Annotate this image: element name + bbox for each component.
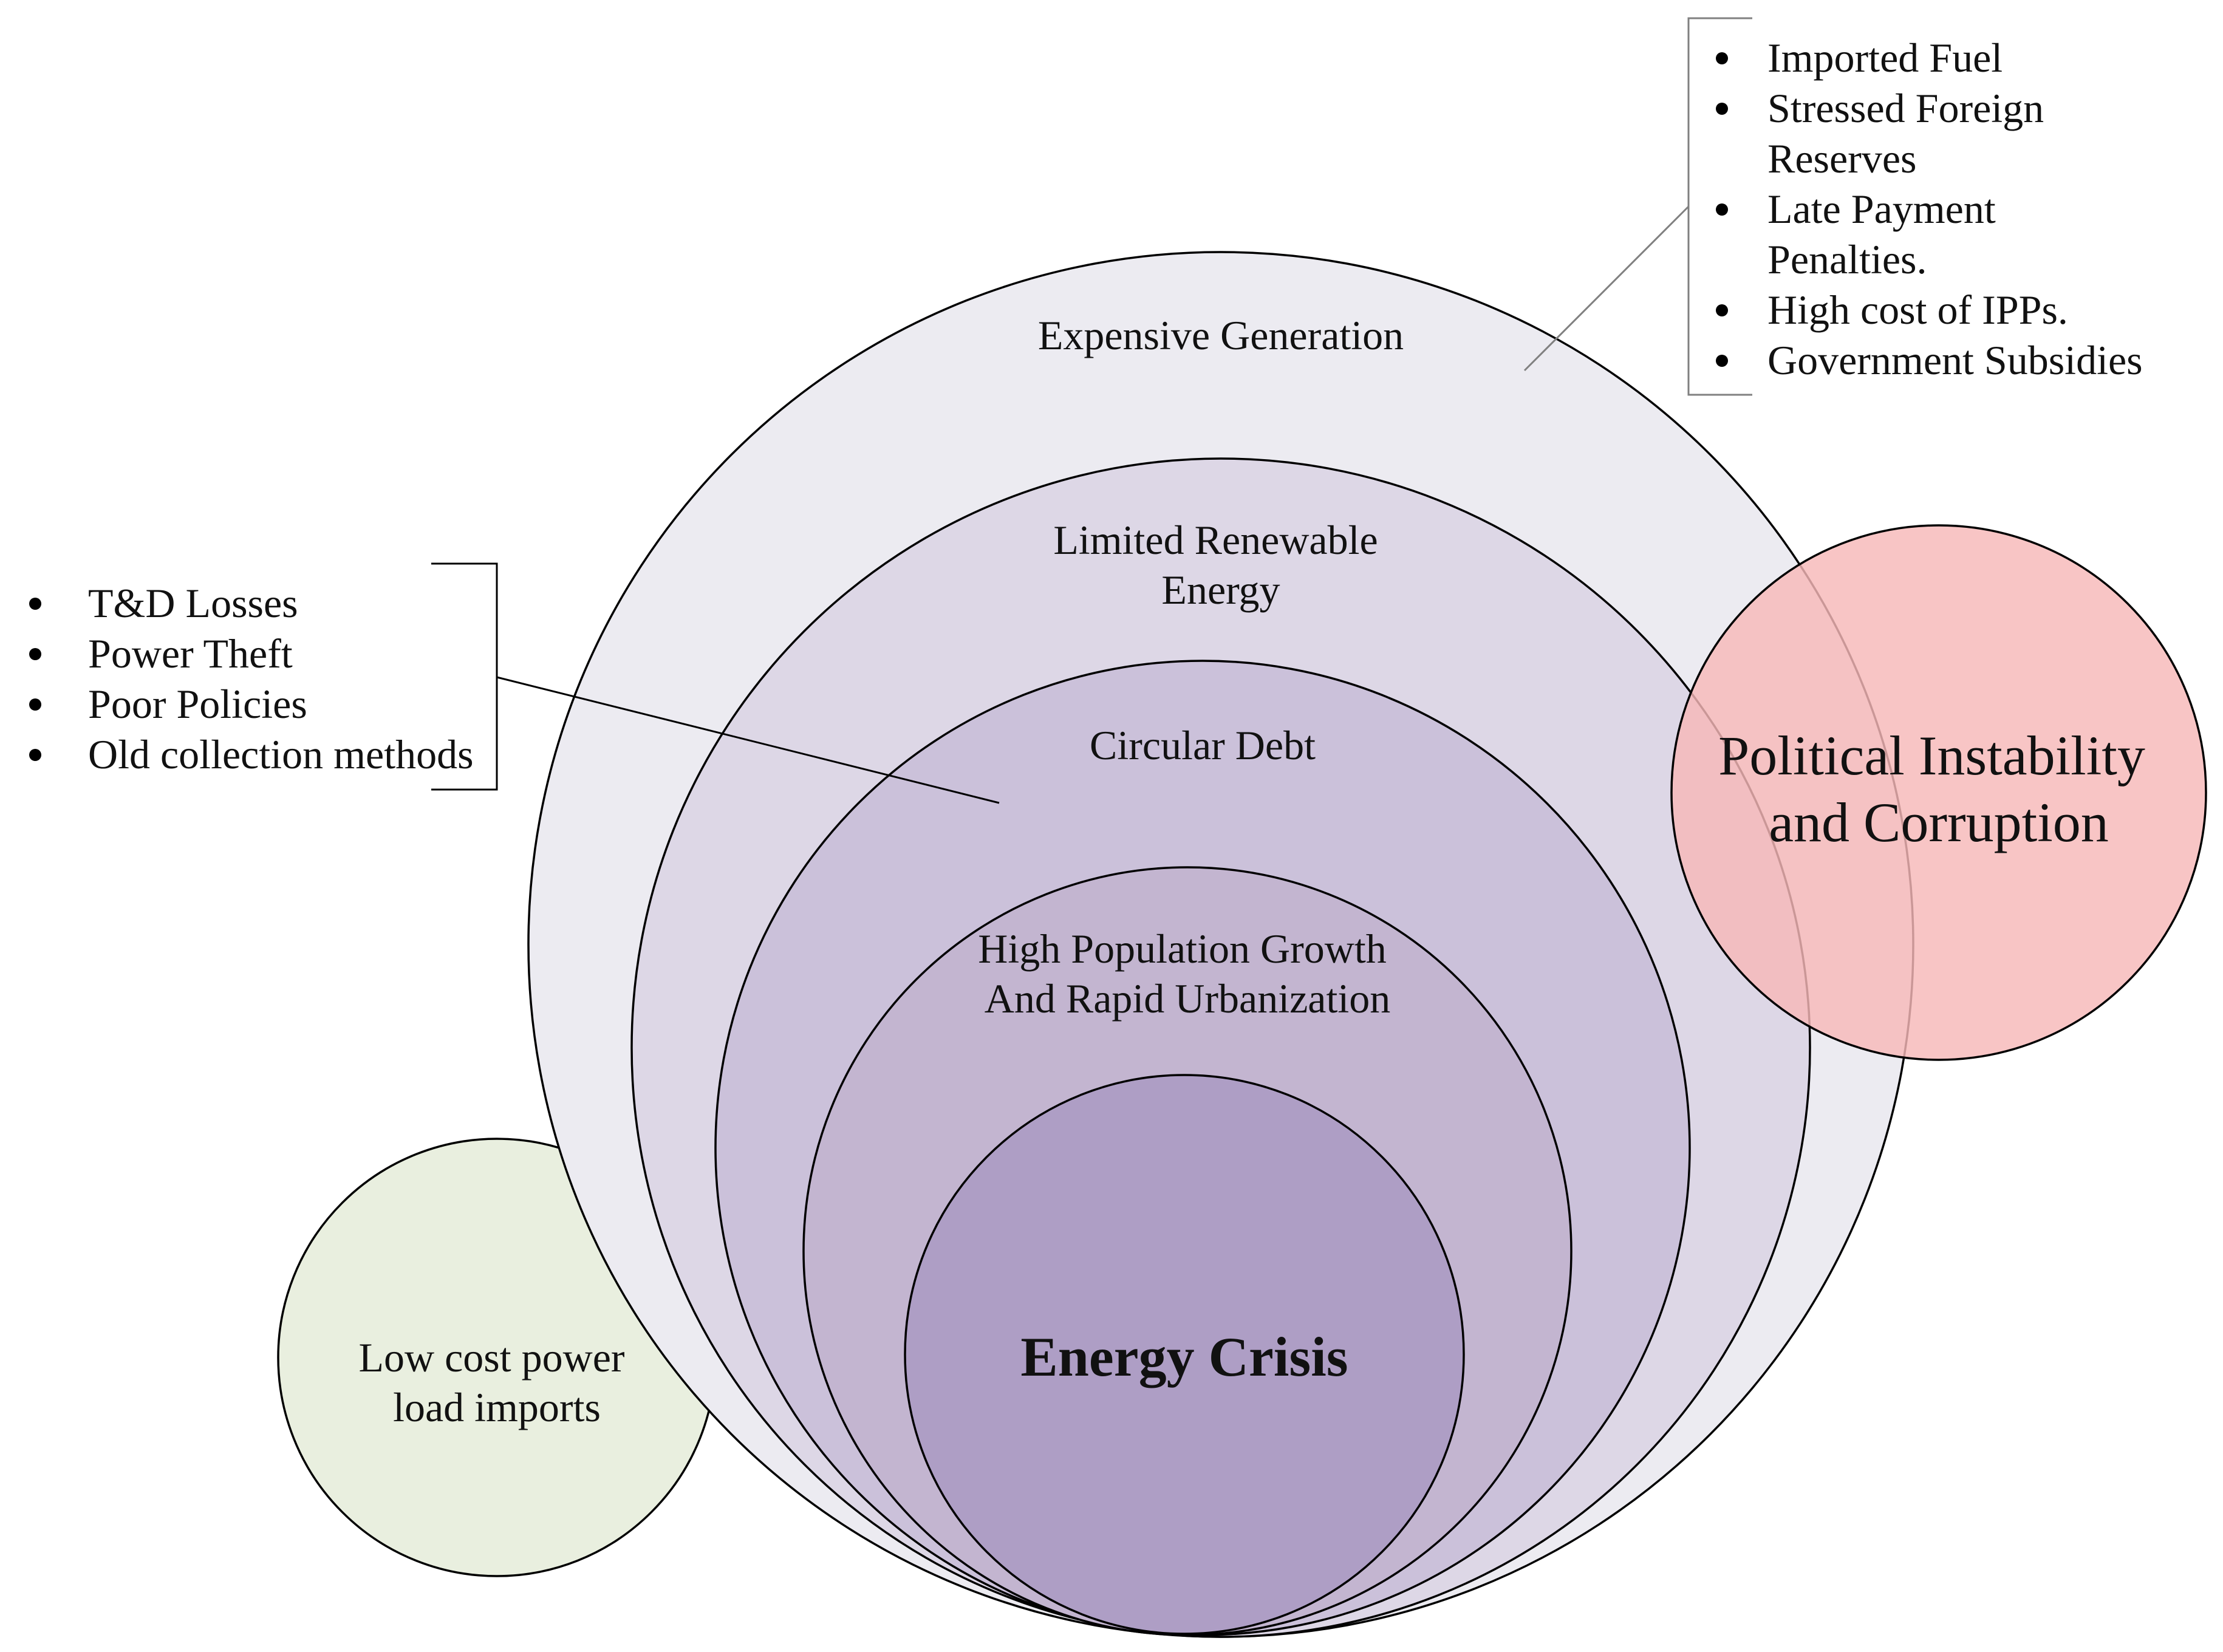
- debt-causes-bracket: [431, 562, 498, 791]
- low-cost-label: Low cost power load imports: [358, 1334, 635, 1430]
- list-item-text: T&D Losses: [88, 580, 298, 626]
- list-item-text: High cost of IPPs.: [1767, 287, 2068, 333]
- list-item-text: Old collection methods: [88, 731, 474, 777]
- bullet-dot: [29, 598, 41, 610]
- list-item-text: Late Payment: [1767, 186, 1996, 232]
- list-item-text: Power Theft: [88, 630, 293, 677]
- bullet-dot: [1716, 355, 1728, 367]
- bullet-dot: [1716, 203, 1728, 216]
- political-circle: [1670, 524, 2207, 1061]
- ring-label-limited-renewable-line-2: Energy: [1161, 567, 1280, 613]
- low-cost-label-line-2: load imports: [393, 1384, 601, 1430]
- bullet-dot: [29, 648, 41, 660]
- ring-label-circular-debt: Circular Debt: [1090, 722, 1316, 768]
- bullet-dot: [1716, 304, 1728, 316]
- ring-label-population-growth-line-1: High Population Growth: [978, 926, 1386, 972]
- ring-label-population-growth: High Population Growth And Rapid Urbaniz…: [978, 926, 1396, 1022]
- list-item-text: Penalties.: [1767, 236, 1927, 282]
- bullet-dot: [29, 749, 41, 761]
- political-label-line-1: Political Instability: [1718, 725, 2145, 787]
- ring-label-limited-renewable: Limited Renewable Energy: [1053, 517, 1388, 613]
- bullet-dot: [29, 698, 41, 711]
- political-label: Political Instability and Corruption: [1718, 725, 2159, 853]
- core-label: Energy Crisis: [1020, 1326, 1348, 1388]
- list-item-text: Stressed Foreign: [1767, 85, 2044, 131]
- list-item-text: Poor Policies: [88, 681, 307, 727]
- low-cost-label-line-1: Low cost power: [358, 1334, 624, 1381]
- core-circle: [904, 1074, 1465, 1635]
- bullet-dot: [1716, 103, 1728, 115]
- political-label-line-2: and Corruption: [1769, 791, 2109, 853]
- debt-causes-connector: [496, 676, 1000, 804]
- ring-label-limited-renewable-line-1: Limited Renewable: [1053, 517, 1378, 563]
- ring-label-population-growth-line-2: And Rapid Urbanization: [985, 975, 1391, 1022]
- generation-causes-connector: [1523, 205, 1690, 372]
- list-item-text: Imported Fuel: [1767, 35, 2003, 81]
- list-item-text: Government Subsidies: [1767, 337, 2143, 383]
- bullet-dot: [1716, 52, 1728, 64]
- list-item-text: Reserves: [1767, 135, 1916, 182]
- ring-label-expensive-generation: Expensive Generation: [1038, 312, 1404, 358]
